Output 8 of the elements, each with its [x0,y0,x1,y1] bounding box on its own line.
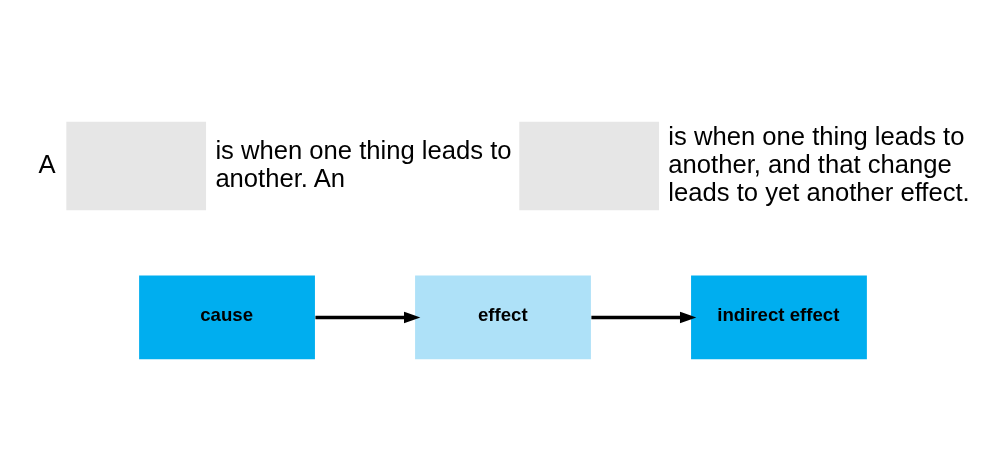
label: is when one thing leads to another. An [215,135,512,192]
arrow [315,311,421,324]
label: A [38,149,56,178]
node-box: indirect effect [691,275,867,360]
label: is when one thing leads to another, and that change leads to yet another effect. [668,121,970,206]
arrow [591,311,697,324]
node-box: cause [139,275,315,360]
node-box: effect [415,275,591,360]
